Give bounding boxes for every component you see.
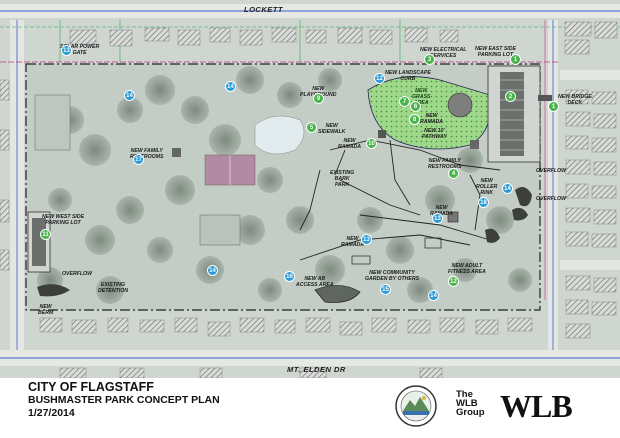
label-new-bridge-deck: NEW BRIDGE DECK <box>558 94 592 106</box>
title-plan-name: BUSHMASTER PARK CONCEPT PLAN <box>28 394 220 406</box>
map-marker[interactable]: 1 <box>510 54 521 65</box>
wlb-group-logo: The WLB Group <box>456 389 485 418</box>
map-marker[interactable]: 13 <box>361 234 372 245</box>
map-marker[interactable]: 10 <box>366 138 377 149</box>
map-marker[interactable]: 14 <box>502 183 513 194</box>
label-new-ramada-south: NEW RAMADA <box>341 236 365 248</box>
label-new-ramada-mid: NEW RAMADA <box>338 138 362 150</box>
map-marker[interactable]: 8 <box>409 114 420 125</box>
map-marker[interactable]: 13 <box>432 213 443 224</box>
label-new-family-restrooms-west: NEW FAMILY RESTROOMS <box>130 148 164 160</box>
label-overflow-east-1: OVERFLOW <box>536 168 566 174</box>
map-marker[interactable]: 1 <box>548 101 559 112</box>
map-marker[interactable]: 2 <box>505 91 516 102</box>
label-new-sidewalk: NEW SIDEWALK <box>318 123 346 135</box>
map-marker[interactable]: 3 <box>424 54 435 65</box>
map-marker[interactable]: 17 <box>133 154 144 165</box>
map-base <box>0 4 620 378</box>
label-new-adult-fitness-area: NEW ADULT FITNESS AREA <box>448 263 486 275</box>
map-marker[interactable]: 16 <box>284 271 295 282</box>
map-marker[interactable]: 18 <box>478 197 489 208</box>
label-new-roller-rink: NEW ROLLER RINK <box>476 178 498 196</box>
map-marker[interactable]: 15 <box>380 284 391 295</box>
map-marker[interactable]: 4 <box>448 168 459 179</box>
logo-text-group: Group <box>456 407 485 418</box>
map-marker[interactable]: 11 <box>40 229 51 240</box>
title-block: CITY OF FLAGSTAFF BUSHMASTER PARK CONCEP… <box>28 378 328 438</box>
label-overflow-west: OVERFLOW <box>62 271 92 277</box>
map-marker[interactable]: 14 <box>225 81 236 92</box>
label-existing-bark-park: EXISTING BARK PARK <box>330 170 355 188</box>
label-new-east-side-parking-lot: NEW EAST SIDE PARKING LOT <box>475 46 516 58</box>
map-marker[interactable]: 13 <box>61 45 72 56</box>
label-overflow-east-2: OVERFLOW <box>536 196 566 202</box>
label-existing-detention: EXISTING DETENTION <box>98 282 128 294</box>
map-marker[interactable]: 5 <box>306 122 317 133</box>
title-date: 1/27/2014 <box>28 407 75 419</box>
map-marker[interactable]: 12 <box>448 276 459 287</box>
map-marker[interactable]: 6 <box>410 101 421 112</box>
label-new-grass-area: NEW GRASS AREA <box>412 88 431 106</box>
map-marker[interactable]: 9 <box>313 93 324 104</box>
street-label-lockett: LOCKETT <box>244 5 283 14</box>
label-new-family-restrooms-east: NEW FAMILY RESTROOMS <box>428 158 462 170</box>
map-marker[interactable]: 14 <box>124 90 135 101</box>
label-new-landscape-curb: NEW LANDSCAPE CURB <box>385 70 431 82</box>
map-marker[interactable]: 7 <box>399 96 410 107</box>
map-marker[interactable]: 12 <box>374 73 385 84</box>
park-concept-map: LOCKETT MT. ELDEN DR SOLAR POWER GATE NE… <box>0 0 620 378</box>
label-new-west-side-parking-lot: NEW WEST SIDE PARKING LOT <box>42 214 85 226</box>
label-new-berm: NEW BERM <box>38 304 54 316</box>
label-new-electrical-services: NEW ELECTRICAL SERVICES <box>420 47 467 59</box>
wlb-wordmark: WLB <box>500 388 573 424</box>
label-new-10-pathway: NEW 10' PATHWAY <box>422 128 447 140</box>
title-city: CITY OF FLAGSTAFF <box>28 380 154 394</box>
label-new-ramada-top: NEW RAMADA <box>420 113 444 125</box>
city-of-flagstaff-seal-icon <box>395 385 437 427</box>
map-marker[interactable]: 14 <box>207 265 218 276</box>
label-new-ab-access-area: NEW AB ACCESS AREA <box>296 276 334 288</box>
label-new-community-garden: NEW COMMUNITY GARDEN BY OTHERS <box>365 270 420 282</box>
logo-text-the: The <box>456 389 473 400</box>
map-marker[interactable]: 14 <box>428 290 439 301</box>
logo-text-wlb-small: WLB <box>456 398 478 409</box>
street-label-mt-elden-dr: MT. ELDEN DR <box>287 365 346 374</box>
